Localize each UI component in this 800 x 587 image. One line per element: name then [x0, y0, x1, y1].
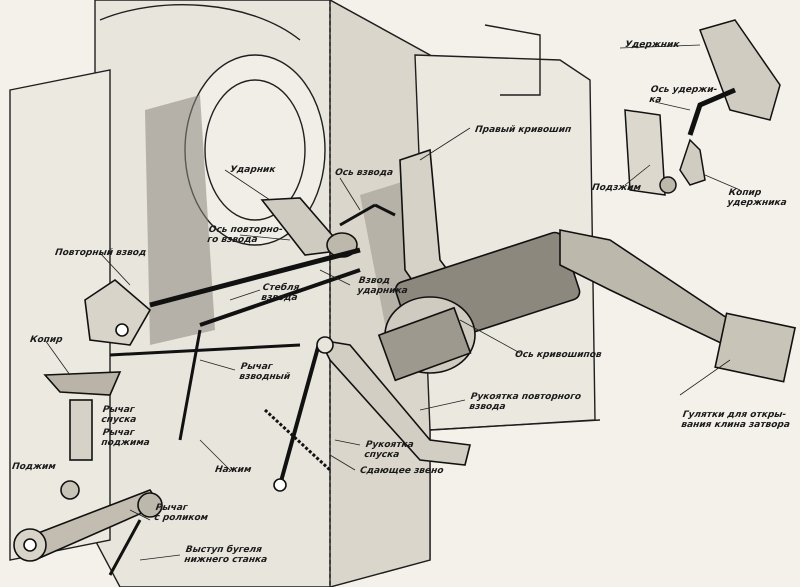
label-rychag-spuska: Рычаг спуска	[100, 405, 137, 425]
label-rukoyatka-spuska: Рукоятка спуска	[363, 440, 415, 460]
label-povtorny-vzvod: Повторный взвод	[54, 248, 147, 258]
label-os-vzvoda: Ось взвода	[334, 168, 394, 178]
retainer-assembly-icon	[624, 19, 781, 196]
label-uderzhnik: Удержник	[624, 40, 681, 50]
label-vystup-bugel: Выступ бугеля нижнего станка	[183, 545, 268, 565]
label-rychag-s-rolikom: Рычаг с роликом	[153, 503, 209, 523]
crank-shaft-icon	[377, 148, 797, 383]
label-pravy-krivoship: Правый кривошип	[474, 125, 572, 135]
label-os-povtornogo-vzvoda: Ось повторно- го взвода	[206, 225, 284, 245]
label-os-uderzhnika: Ось удержи- ка	[648, 85, 718, 105]
label-rychag-podzhima: Рычаг поджима	[100, 428, 151, 448]
label-vzvod-udarnika: Взвод ударника	[356, 276, 409, 296]
label-rukoyatka-povtornogo-vzvoda: Рукоятка повторного взвода	[468, 392, 582, 412]
label-rychag-vzvodnyi: Рычаг взводный	[238, 362, 291, 382]
label-steblya-vzvoda: Стебля взвода	[260, 283, 300, 303]
firing-mechanism-icon	[13, 197, 471, 576]
label-gulyatki: Гулятки для откры- вания клина затвора	[680, 410, 791, 430]
label-udarnik: Ударник	[229, 165, 277, 175]
label-podzhim: Поджим	[11, 462, 57, 472]
label-sdayushchee-zveno: Сдающее звено	[359, 466, 445, 476]
label-kopir-uderzhnika: Копир удержника	[726, 188, 788, 208]
label-podzhim-top: Подзжим	[591, 183, 642, 193]
label-os-krivoshipov: Ось кривошипов	[514, 350, 603, 360]
label-kopir: Копир	[29, 335, 64, 345]
roller-lever-icon	[13, 489, 163, 576]
label-nazhim: Нажим	[214, 465, 252, 475]
